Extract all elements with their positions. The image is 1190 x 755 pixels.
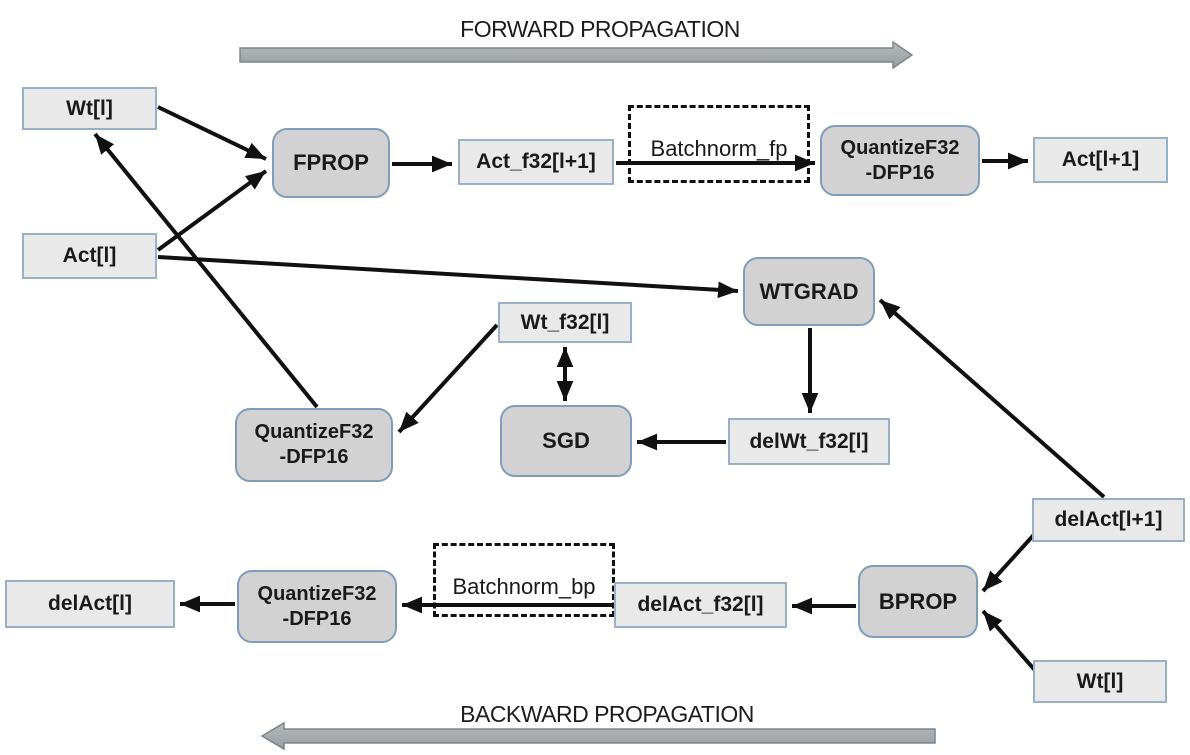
- node-label: Batchnorm_bp: [452, 574, 596, 599]
- node-label-line1: QuantizeF32: [254, 421, 374, 443]
- node-label: Batchnorm_fp: [650, 136, 788, 161]
- node-label: Wt[l]: [66, 96, 113, 120]
- node-delact-l: delAct[l]: [5, 580, 175, 628]
- node-act-f32-l1: Act_f32[l+1]: [458, 139, 614, 185]
- node-label: Act[l]: [62, 244, 117, 267]
- node-wtgrad: WTGRAD: [743, 257, 875, 326]
- forward-propagation-title: FORWARD PROPAGATION: [460, 16, 740, 42]
- node-label: SGD: [542, 428, 590, 454]
- node-label: delWt_f32[l]: [749, 429, 869, 453]
- node-label: WTGRAD: [759, 278, 859, 304]
- node-label: Wt[l]: [1076, 669, 1124, 693]
- node-act-l1: Act[l+1]: [1033, 137, 1168, 183]
- backward-propagation-title: BACKWARD PROPAGATION: [460, 701, 754, 727]
- node-quantizef32-dfp16-backward: QuantizeF32 -DFP16: [237, 570, 397, 643]
- node-act-l: Act[l]: [22, 233, 157, 279]
- node-label: delAct[l+1]: [1054, 508, 1163, 531]
- node-quantizef32-dfp16-weight: QuantizeF32 -DFP16: [235, 408, 393, 482]
- node-batchnorm-bp: Batchnorm_bp: [433, 543, 615, 617]
- node-wt-l-bottom: Wt[l]: [1033, 660, 1167, 703]
- node-batchnorm-fp: Batchnorm_fp: [628, 105, 810, 183]
- node-wt-l-top: Wt[l]: [22, 87, 157, 130]
- node-label-line1: QuantizeF32: [840, 136, 960, 159]
- node-label: Act[l+1]: [1061, 148, 1140, 171]
- node-label: BPROP: [878, 588, 958, 614]
- node-sgd: SGD: [500, 405, 632, 477]
- node-label: delAct_f32[l]: [637, 593, 764, 616]
- node-delact-l1: delAct[l+1]: [1032, 498, 1185, 542]
- node-label: FPROP: [293, 150, 369, 176]
- forward-banner-arrow: [239, 40, 914, 70]
- node-wt-f32-l: Wt_f32[l]: [498, 302, 632, 343]
- node-quantizef32-dfp16-forward: QuantizeF32 -DFP16: [820, 125, 980, 196]
- node-label-line2: -DFP16: [282, 607, 352, 630]
- node-label-line2: -DFP16: [865, 161, 935, 184]
- node-label-line1: QuantizeF32: [257, 582, 377, 605]
- node-fprop: FPROP: [272, 128, 390, 198]
- node-label: Act_f32[l+1]: [476, 150, 596, 173]
- node-label: delAct[l]: [48, 592, 132, 615]
- backward-banner-arrow: [260, 721, 936, 751]
- node-label-line2: -DFP16: [279, 446, 349, 468]
- node-label: Wt_f32[l]: [520, 310, 610, 334]
- node-delact-f32-l: delAct_f32[l]: [614, 582, 787, 628]
- node-bprop: BPROP: [858, 565, 978, 638]
- node-delwt-f32-l: delWt_f32[l]: [728, 418, 890, 465]
